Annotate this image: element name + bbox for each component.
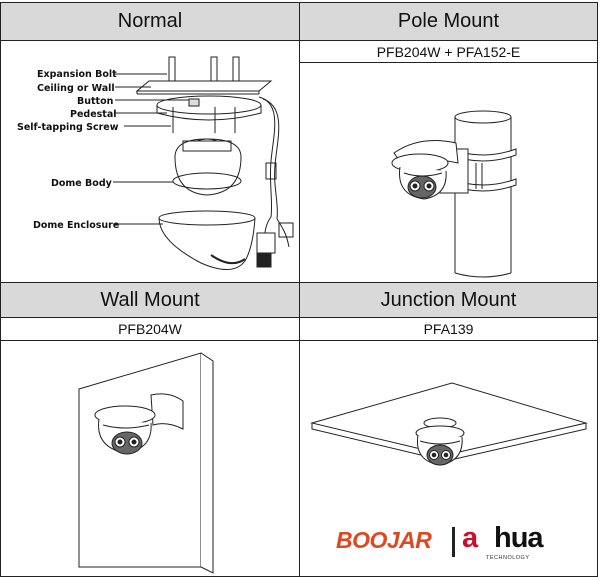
wall-mount-diagram: [78, 352, 214, 574]
normal-diagram-panel: Expansion Bolt Ceiling or Wall Button Pe…: [0, 40, 300, 283]
wall-model-row: PFB204W: [0, 317, 300, 341]
pole-diagram-panel: [299, 62, 598, 283]
dahua-tagline: TECHNOLOGY: [486, 555, 530, 561]
label-dome-body: Dome Body: [51, 178, 112, 189]
normal-header: Normal: [0, 2, 300, 41]
junction-model-row: PFA139: [299, 317, 598, 341]
junction-diagram-panel: BOOJAR a hua TECHNOLOGY: [299, 340, 598, 577]
label-pedestal: Pedestal: [70, 109, 117, 120]
junction-header: Junction Mount: [299, 282, 598, 318]
junction-mount-diagram: [310, 382, 588, 466]
logo-divider: [452, 527, 455, 557]
pole-header: Pole Mount: [299, 2, 598, 41]
pole-model-row: PFB204W + PFA152-E: [299, 40, 598, 63]
exploded-camera-diagram: [113, 56, 294, 270]
label-expansion-bolt: Expansion Bolt: [37, 69, 117, 80]
pole-mount-diagram: [391, 110, 517, 278]
label-button: Button: [77, 96, 114, 107]
wall-title: Wall Mount: [100, 288, 200, 311]
wall-header: Wall Mount: [0, 282, 300, 318]
normal-title: Normal: [117, 10, 183, 32]
label-ceiling: Ceiling or Wall: [37, 83, 115, 94]
boojar-wordmark: BOOJAR: [336, 527, 432, 553]
wall-diagram-panel: [0, 340, 300, 577]
label-dome-enclosure: Dome Enclosure: [33, 220, 120, 231]
junction-model: PFA139: [423, 321, 474, 337]
dahua-wordmark-hua: hua: [494, 522, 544, 554]
wall-model: PFB204W: [118, 321, 182, 337]
label-screw: Self-tapping Screw: [17, 122, 119, 133]
junction-title: Junction Mount: [380, 288, 517, 311]
pole-model: PFB204W + PFA152-E: [376, 43, 521, 60]
dahua-wordmark-a: a: [462, 522, 478, 554]
pole-title: Pole Mount: [397, 10, 500, 32]
